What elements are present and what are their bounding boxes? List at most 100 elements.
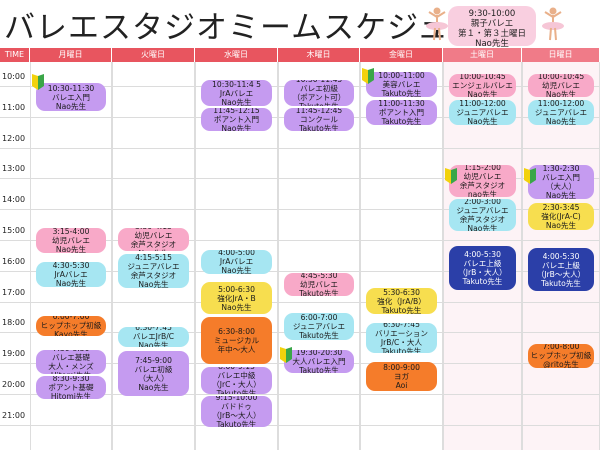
event-text: （JrB～大人）	[536, 269, 586, 279]
event-text: 余芦スタジオ	[459, 214, 506, 224]
class-event[interactable]: 3:30-4:15幼児バレエ余芦スタジオNao先生	[118, 228, 189, 252]
event-text: 10:30-11:45	[284, 80, 354, 84]
event-text: Aoi	[395, 381, 408, 391]
event-text: 10:30-11:4 5	[212, 80, 261, 89]
event-text: 7:00-8:00	[542, 343, 580, 352]
event-text: Nao先生	[545, 90, 577, 98]
hour-line	[0, 424, 600, 426]
hour-line	[0, 394, 600, 395]
event-text: 幼児バレエ	[463, 172, 502, 182]
day-header: 木曜日	[278, 48, 360, 62]
event-text: （JrB・大人）	[458, 268, 507, 278]
page-title: バレエスタジオミームスケジュール	[4, 10, 513, 46]
time-label: 13:00	[2, 164, 26, 174]
event-text: ポアント入門	[213, 114, 260, 124]
event-text: @rito先生	[543, 360, 579, 369]
event-text: バレエJrB/C	[132, 332, 175, 342]
event-text: 8:00-9:15	[218, 366, 255, 372]
event-text: Takuto先生	[299, 365, 339, 373]
event-text: 大人バレエ入門	[292, 356, 346, 366]
event-text: ポアント入門	[378, 107, 425, 117]
event-text: （JrC・大人）	[212, 380, 261, 390]
event-text: 7:45-9:00	[135, 355, 172, 365]
event-text: 5:00-6:30	[218, 284, 255, 294]
event-text: 6:30-8:00	[218, 326, 255, 336]
event-text: Nao先生	[138, 382, 169, 392]
event-text: 8:30-9:30	[52, 375, 90, 383]
event-text: Takuto先生	[284, 102, 354, 106]
event-text: 幼児バレエ	[52, 235, 90, 245]
time-label: 19:00	[2, 349, 26, 359]
event-text: Nao先生	[467, 90, 498, 98]
event-text: 10:00-10:45	[459, 74, 506, 82]
event-text: 11:00-12:00	[459, 100, 506, 108]
beginner-mark-icon	[362, 67, 374, 84]
event-text: 19:30-20:30	[295, 349, 343, 357]
event-text: JrAバレエ	[219, 88, 254, 98]
event-text: バレエ入門	[542, 172, 580, 182]
event-text: Takuto先生	[299, 123, 339, 131]
notice-line: 親子バレエ	[470, 19, 514, 29]
event-text: ジュニアバレエ	[292, 322, 346, 332]
event-text: バレエ中級	[217, 371, 256, 381]
day-header: 土曜日	[443, 48, 522, 62]
event-text: Nao先生	[467, 223, 498, 232]
day-header: 月曜日	[30, 48, 112, 62]
event-text: 4:30-5:30	[52, 261, 90, 270]
event-text: Hitomi先生	[36, 371, 106, 374]
event-text: コンクール	[300, 114, 338, 124]
event-text: ジュニアバレエ	[534, 107, 588, 117]
event-text: 余芦スタジオ	[130, 239, 177, 249]
event-text: JrAバレエ	[54, 269, 88, 279]
event-text: 6:30-7:45	[135, 326, 172, 333]
event-text: ジュニアバレエ	[456, 205, 509, 215]
class-event[interactable]: 10:30-11:45バレエ初級（ポアント可）Takuto先生	[284, 80, 354, 107]
event-text: 強化JrA・B	[217, 293, 256, 303]
event-text: Nao先生	[55, 101, 87, 111]
event-text: バレエ上級	[542, 260, 580, 270]
event-text: 11:00-11:30	[378, 100, 425, 108]
hour-line	[0, 178, 600, 180]
event-text: Takuto先生	[216, 389, 257, 395]
class-event[interactable]: 7:30-8:30バレエ基礎大人・メンズHitomi先生	[36, 349, 106, 375]
day-column	[360, 62, 443, 450]
event-text: 10:00-10:45	[537, 74, 585, 82]
event-text: 11:45-12:45	[295, 107, 343, 115]
